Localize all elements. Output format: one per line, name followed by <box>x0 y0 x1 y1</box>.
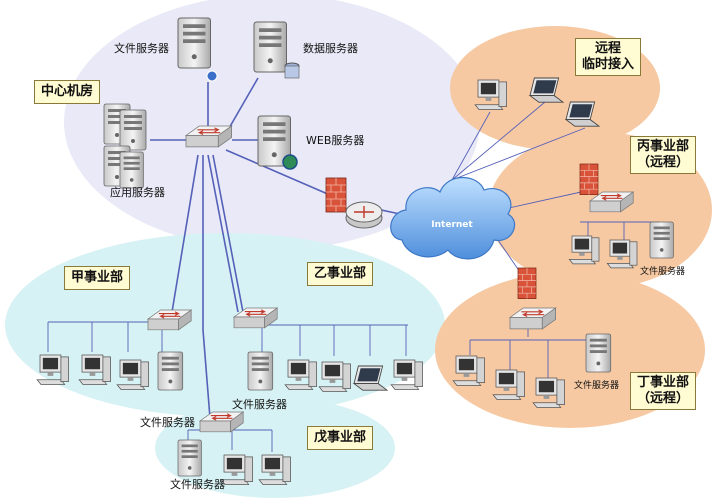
yi-file-server-label: 文件服务器 <box>232 398 287 411</box>
dept-ding-label-line1: 丁事业部 <box>637 375 690 390</box>
wu-pc-icon <box>258 454 291 485</box>
wu-pc-icon <box>220 454 253 485</box>
internet-cloud-icon <box>390 177 516 260</box>
file-server-icon <box>177 17 218 82</box>
dept-wu-label: 戊事业部 <box>307 426 374 450</box>
app-server-icon <box>103 103 147 189</box>
dept-ding-label: 丁事业部 （远程） <box>630 372 697 410</box>
file-server-label: 文件服务器 <box>114 42 169 55</box>
app-server-label: 应用服务器 <box>110 186 165 199</box>
bing-pc-icon <box>606 239 638 269</box>
dept-ding-label-line2: （远程） <box>637 391 690 406</box>
yi-pc-icon <box>284 359 317 390</box>
web-server-label: WEB服务器 <box>306 134 365 147</box>
data-server-icon <box>253 21 300 79</box>
jia-file-server-icon <box>157 351 184 391</box>
ding-pc-icon <box>452 355 485 386</box>
bing-pc-icon <box>568 235 600 265</box>
remote-pc-icon <box>474 79 507 110</box>
dept-yi-label: 乙事业部 <box>307 262 374 286</box>
ding-firewall-icon <box>517 267 537 299</box>
jia-pc-icon <box>116 359 149 390</box>
jia-pc-icon <box>78 354 111 385</box>
remote-access-label-line2: 临时接入 <box>582 57 635 72</box>
ding-pc-icon <box>492 369 525 400</box>
internet-label: Internet <box>431 220 473 230</box>
firewall-router-icon <box>325 177 383 229</box>
jia-file-server-label: 文件服务器 <box>140 416 195 429</box>
network-links <box>150 77 401 419</box>
center-room-label: 中心机房 <box>34 80 101 104</box>
web-server-icon <box>257 115 298 170</box>
wu-file-server-icon <box>177 439 202 477</box>
dept-jia-label: 甲事业部 <box>64 266 131 290</box>
wu-file-server-label: 文件服务器 <box>170 478 225 491</box>
bing-firewall-icon <box>579 163 599 195</box>
dept-bing-label: 丙事业部 （远程） <box>630 136 697 174</box>
bing-file-server-icon <box>649 221 674 259</box>
jia-pc-icon <box>36 354 69 385</box>
remote-access-label-line1: 远程 <box>595 41 622 56</box>
remote-access-label: 远程 临时接入 <box>575 38 642 76</box>
yi-file-server-icon <box>247 351 274 391</box>
ding-file-server-icon <box>585 333 612 373</box>
lan-links <box>47 101 661 452</box>
dept-bing-label-line2: （远程） <box>637 155 690 170</box>
yi-pc-icon <box>390 359 423 390</box>
bing-file-server-label: 文件服务器 <box>640 267 686 277</box>
data-server-label: 数据服务器 <box>303 42 358 55</box>
ding-pc-icon <box>532 377 565 408</box>
ding-file-server-label: 文件服务器 <box>574 381 620 391</box>
dept-bing-label-line1: 丙事业部 <box>637 139 690 154</box>
yi-pc-icon <box>318 361 351 392</box>
